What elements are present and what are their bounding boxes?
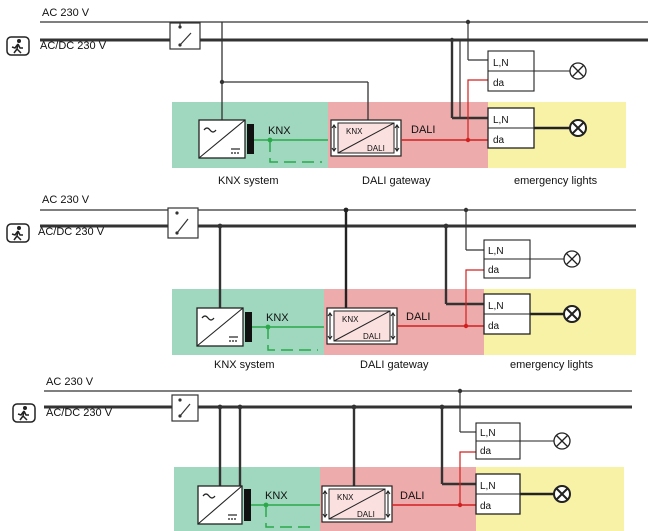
mains-acdc-label: AC/DC 230 V: [46, 407, 113, 419]
caption-knx-system: KNX system: [214, 359, 275, 371]
dali-label: DALI: [406, 311, 430, 323]
switch-icon: [167, 207, 199, 239]
svg-text:KNX: KNX: [342, 315, 359, 324]
svg-text:da: da: [488, 321, 500, 332]
svg-text:KNX: KNX: [337, 493, 354, 502]
svg-text:DALI: DALI: [357, 510, 375, 519]
diagram-middle: AC 230 V AC/DC 230 V: [6, 194, 636, 371]
svg-text:L,N: L,N: [493, 115, 509, 126]
svg-text:L,N: L,N: [480, 428, 496, 439]
mains-acdc-label: AC/DC 230 V: [40, 40, 107, 52]
svg-text:DALI: DALI: [367, 144, 385, 153]
switch-icon: [169, 22, 201, 50]
lamp-icon: [563, 305, 581, 323]
dali-label: DALI: [400, 490, 424, 502]
power-supply-icon: [198, 119, 254, 159]
lamp-icon: [563, 250, 581, 268]
mains-ac-label: AC 230 V: [42, 7, 90, 19]
svg-text:L,N: L,N: [493, 58, 509, 69]
diagram-bottom: AC 230 V AC/DC 230 V: [12, 376, 632, 531]
caption-emergency-lights: emergency lights: [510, 359, 594, 371]
switch-icon: [171, 394, 199, 422]
mains-ac-label: AC 230 V: [46, 376, 94, 388]
dali-label: DALI: [411, 124, 435, 136]
emergency-exit-icon: [12, 403, 36, 423]
knx-label: KNX: [266, 312, 289, 324]
power-supply-icon: [197, 485, 251, 525]
svg-text:da: da: [488, 265, 500, 276]
svg-text:L,N: L,N: [488, 246, 504, 257]
emergency-exit-icon: [6, 223, 30, 243]
gateway-icon: KNX DALI: [330, 119, 402, 157]
knx-label: KNX: [268, 125, 291, 137]
svg-text:L,N: L,N: [480, 481, 496, 492]
lamp-icon: [569, 62, 587, 80]
gateway-icon: KNX DALI: [321, 485, 393, 523]
lamp-icon: [553, 485, 571, 503]
mains-acdc-label: AC/DC 230 V: [38, 226, 105, 238]
emergency-exit-icon: [6, 36, 30, 56]
power-supply-icon: [196, 307, 252, 347]
knx-label: KNX: [265, 490, 288, 502]
lamp-icon: [553, 432, 571, 450]
caption-dali-gateway: DALI gateway: [362, 175, 431, 187]
svg-text:da: da: [480, 446, 492, 457]
caption-emergency-lights: emergency lights: [514, 175, 598, 187]
svg-text:da: da: [493, 135, 505, 146]
svg-text:DALI: DALI: [363, 332, 381, 341]
lamp-icon: [569, 119, 587, 137]
mains-ac-label: AC 230 V: [42, 194, 90, 206]
caption-knx-system: KNX system: [218, 175, 279, 187]
gateway-icon: KNX DALI: [326, 307, 398, 345]
svg-text:da: da: [493, 78, 505, 89]
svg-text:da: da: [480, 501, 492, 512]
caption-dali-gateway: DALI gateway: [360, 359, 429, 371]
svg-text:KNX: KNX: [346, 127, 363, 136]
diagram-top: AC 230 V AC/DC 230 V: [6, 7, 648, 187]
svg-text:L,N: L,N: [488, 301, 504, 312]
